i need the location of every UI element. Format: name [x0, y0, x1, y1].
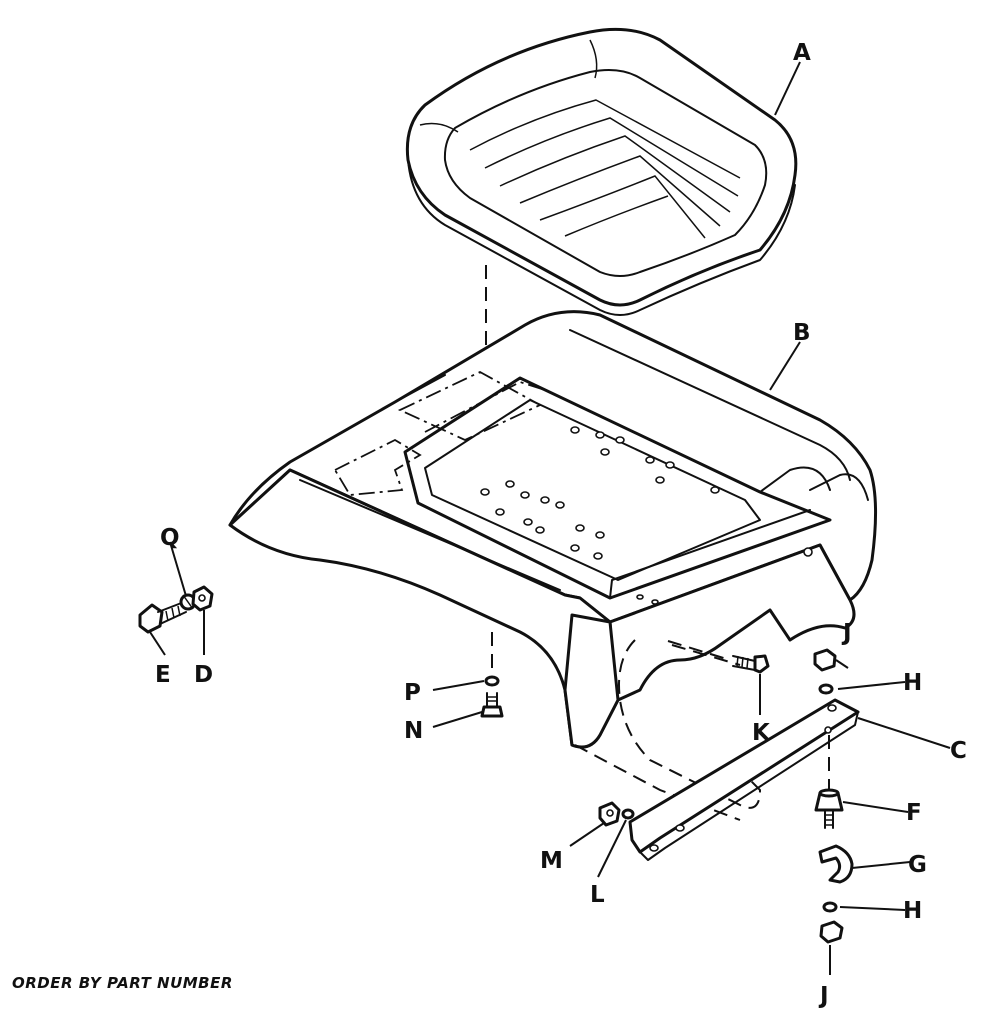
part-f-rubber-mount [814, 783, 844, 829]
part-a-seat-cushion [405, 27, 798, 316]
part-k-bolt [732, 654, 770, 674]
label-n: N [404, 718, 423, 744]
part-n-bolt [480, 692, 504, 718]
label-h-top: H [903, 670, 922, 696]
part-g-clip [818, 844, 854, 884]
part-h-washer-top [818, 683, 834, 695]
label-j-top: J [841, 620, 852, 646]
part-d-nut [191, 585, 214, 612]
part-b-seat-pan [228, 310, 878, 821]
part-j-nut-top [813, 648, 837, 672]
label-a: A [793, 40, 811, 66]
label-f: F [906, 800, 922, 826]
part-p-washer [484, 675, 500, 687]
order-by-part-number-note: ORDER BY PART NUMBER [12, 974, 233, 992]
label-g: G [908, 852, 927, 878]
part-c-support-bar [628, 698, 860, 861]
label-b: B [793, 320, 811, 346]
label-p: P [404, 680, 421, 706]
label-c: C [950, 738, 967, 764]
label-q: Q [160, 525, 180, 551]
part-e-bolt [138, 601, 187, 634]
label-l: L [590, 882, 605, 908]
pan-mounting-holes [480, 426, 813, 605]
label-k: K [752, 720, 771, 746]
label-h-bottom: H [903, 898, 922, 924]
part-l-washer [621, 808, 635, 820]
label-e: E [155, 662, 171, 688]
k-bolt-line [667, 640, 731, 661]
label-m: M [540, 848, 563, 874]
part-h-washer-bottom [822, 901, 838, 913]
leader-lines [149, 61, 951, 975]
label-j-bottom: J [818, 983, 829, 1009]
label-d: D [194, 662, 213, 688]
part-j-nut-bottom [819, 920, 844, 944]
part-m-nut [598, 801, 621, 827]
